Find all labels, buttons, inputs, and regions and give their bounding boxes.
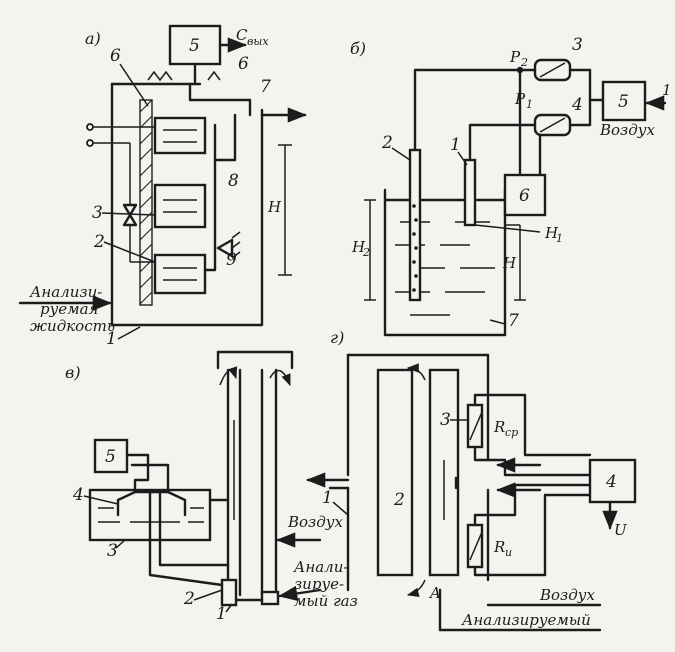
svg-text:3: 3: [107, 541, 118, 561]
panel-g-resistor-ref: [466, 403, 484, 449]
panel-v-joint-2: [220, 578, 238, 607]
panel-v-title: в): [65, 363, 81, 382]
svg-text:P: P: [509, 48, 521, 66]
panel-a-height-label: H: [267, 198, 282, 216]
svg-text:вых: вых: [247, 35, 269, 48]
panel-g: г) Воздух Анализируемый: [306, 328, 637, 632]
svg-text:1: 1: [662, 81, 672, 99]
panel-b-vessel: [383, 188, 507, 337]
panel-g-gas-label: Анализируемый: [461, 611, 591, 629]
panel-a-input-label-2: руемая: [40, 300, 99, 318]
svg-text:R: R: [493, 538, 505, 556]
panel-g-output-label: U: [614, 521, 628, 539]
panel-b-air-label: Воздух: [599, 121, 655, 139]
panel-a: a) 5 C вых: [18, 24, 307, 349]
svg-text:5: 5: [189, 36, 200, 56]
panel-a-terminal-lower: [86, 139, 94, 147]
panel-v-dome-4: [116, 490, 187, 517]
svg-text:H: H: [502, 254, 517, 272]
panel-v-block-5: [93, 438, 129, 474]
panel-a-terminal-upper: [86, 123, 94, 131]
svg-text:1: 1: [526, 98, 533, 111]
svg-text:C: C: [236, 26, 248, 44]
svg-text:2: 2: [183, 589, 195, 609]
svg-text:мый газ: мый газ: [294, 592, 358, 610]
svg-text:3: 3: [440, 410, 451, 430]
svg-text:1: 1: [216, 604, 227, 624]
svg-text:2: 2: [381, 133, 393, 153]
panel-b-title: б): [350, 39, 366, 58]
svg-text:1: 1: [106, 329, 117, 349]
panel-g-resistor-meas: [466, 523, 484, 569]
svg-text:2: 2: [393, 490, 405, 510]
svg-text:P: P: [514, 90, 526, 108]
panel-g-channel-3: [428, 368, 460, 577]
svg-text:7: 7: [260, 77, 271, 97]
svg-text:4: 4: [605, 472, 617, 492]
svg-text:5: 5: [105, 447, 116, 467]
svg-text:R: R: [493, 418, 505, 436]
panel-b-tube-2: [408, 148, 422, 302]
panel-a-float-middle: [153, 183, 207, 229]
svg-text:Анали-: Анали-: [293, 558, 348, 576]
svg-text:9: 9: [226, 250, 237, 270]
panel-a-input-label-1: Анализи-: [29, 283, 102, 301]
svg-text:4: 4: [571, 95, 583, 115]
svg-text:2: 2: [362, 246, 370, 259]
panel-g-air-label: Воздух: [539, 586, 595, 604]
svg-text:7: 7: [508, 311, 519, 331]
panel-g-housing: [346, 353, 490, 462]
svg-text:зируе-: зируе-: [294, 575, 344, 593]
svg-text:A: A: [428, 584, 441, 602]
panel-b-tube-1: [463, 158, 477, 227]
svg-text:и: и: [505, 546, 512, 559]
panel-g-title: г): [330, 328, 344, 347]
panel-a-title: a): [85, 29, 101, 48]
svg-text:6: 6: [110, 46, 121, 66]
panel-a-heater-6: [147, 70, 221, 82]
svg-text:3: 3: [572, 35, 583, 55]
svg-text:2: 2: [93, 232, 105, 252]
panel-v-gas-arrow: [278, 585, 322, 602]
panel-v-joint-1: [260, 590, 280, 606]
panel-v-air-label: Воздух: [287, 513, 343, 531]
svg-text:1: 1: [450, 135, 461, 155]
svg-text:4: 4: [72, 485, 84, 505]
panel-g-channel-2: [376, 368, 414, 577]
svg-text:5: 5: [618, 92, 629, 112]
svg-text:6: 6: [519, 186, 530, 206]
svg-text:ср: ср: [505, 426, 518, 439]
svg-text:H: H: [351, 238, 366, 256]
svg-text:H: H: [544, 224, 559, 242]
svg-text:8: 8: [228, 171, 239, 191]
panel-a-input-label-3: жидкость: [30, 317, 115, 335]
panel-b-block-6: [503, 173, 547, 217]
panel-b-block-5: [601, 80, 647, 122]
svg-text:1: 1: [556, 232, 563, 245]
svg-text:6: 6: [238, 54, 249, 74]
panel-a-float-lower: [153, 253, 207, 295]
panel-g-block-4: [588, 458, 637, 504]
panel-a-housing: [110, 82, 264, 327]
svg-text:1: 1: [322, 488, 333, 508]
panel-b: б): [350, 35, 672, 337]
svg-text:2: 2: [520, 56, 528, 69]
panel-a-wall: [139, 99, 153, 306]
panel-a-valve: [122, 203, 138, 227]
svg-text:3: 3: [92, 203, 103, 223]
panel-a-float-upper: [153, 116, 207, 155]
panel-v: в) Воздух Анали- зируе- мый газ 5: [65, 350, 358, 624]
